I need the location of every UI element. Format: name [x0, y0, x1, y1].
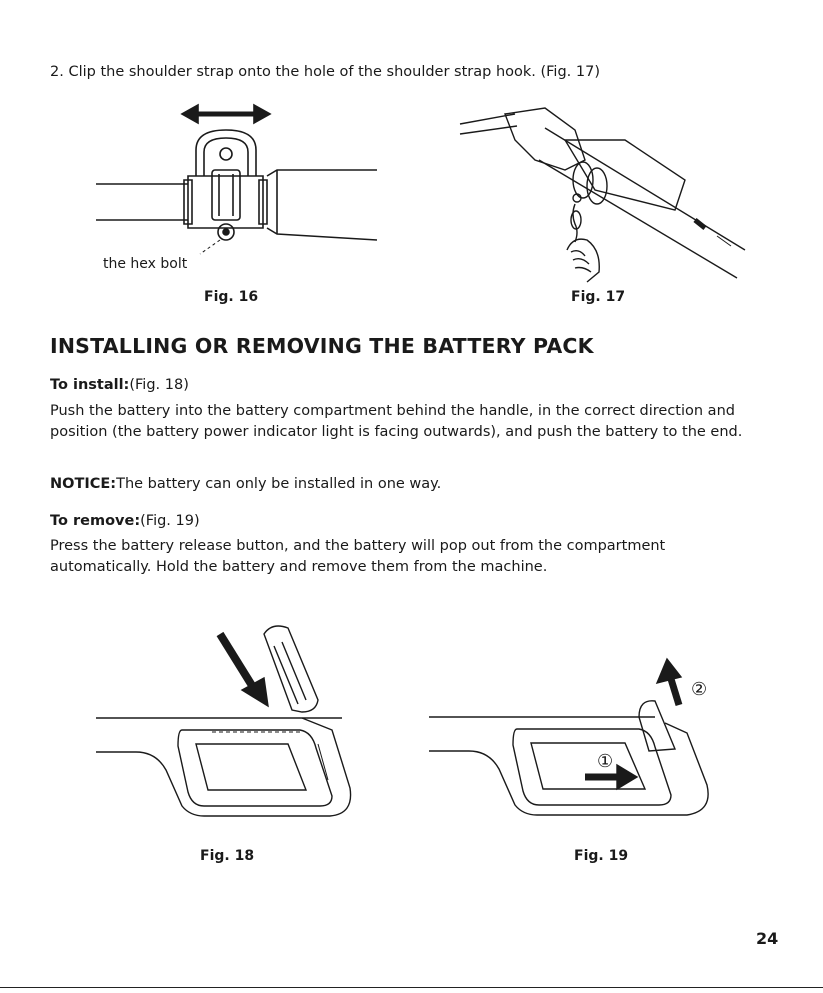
- step-2-text: 2. Clip the shoulder strap onto the hole…: [50, 64, 600, 80]
- notice-label: NOTICE:: [50, 476, 117, 492]
- remove-heading-line: To remove:(Fig. 19): [50, 511, 770, 532]
- install-heading-line: To install:(Fig. 18): [50, 375, 770, 396]
- install-fig-ref: (Fig. 18): [129, 377, 189, 393]
- marker-1: ①: [597, 751, 613, 772]
- fig-18-label: Fig. 18: [200, 848, 255, 864]
- fig-17-label: Fig. 17: [571, 289, 626, 305]
- notice-text: The battery can only be installed in one…: [116, 476, 442, 492]
- section-heading-battery-pack: INSTALLING OR REMOVING THE BATTERY PACK: [50, 334, 594, 358]
- fig-16-label: Fig. 16: [204, 289, 259, 305]
- fig-16-illustration: [92, 100, 392, 260]
- page-number: 24: [756, 929, 779, 948]
- remove-instructions: Press the battery release button, and th…: [50, 538, 666, 575]
- fig-19-illustration: ① ②: [425, 655, 725, 840]
- remove-heading: To remove:: [50, 513, 141, 529]
- marker-2: ②: [691, 679, 707, 700]
- fig-19-label: Fig. 19: [574, 848, 629, 864]
- hex-bolt-callout: the hex bolt: [103, 256, 188, 272]
- bottom-rule: [0, 987, 823, 988]
- remove-fig-ref: (Fig. 19): [140, 513, 200, 529]
- install-heading: To install:: [50, 377, 130, 393]
- install-instructions: Push the battery into the battery compar…: [50, 403, 743, 440]
- fig-18-illustration: [92, 620, 382, 840]
- fig-17-illustration: [455, 100, 750, 285]
- notice-line: NOTICE:The battery can only be installed…: [50, 474, 770, 495]
